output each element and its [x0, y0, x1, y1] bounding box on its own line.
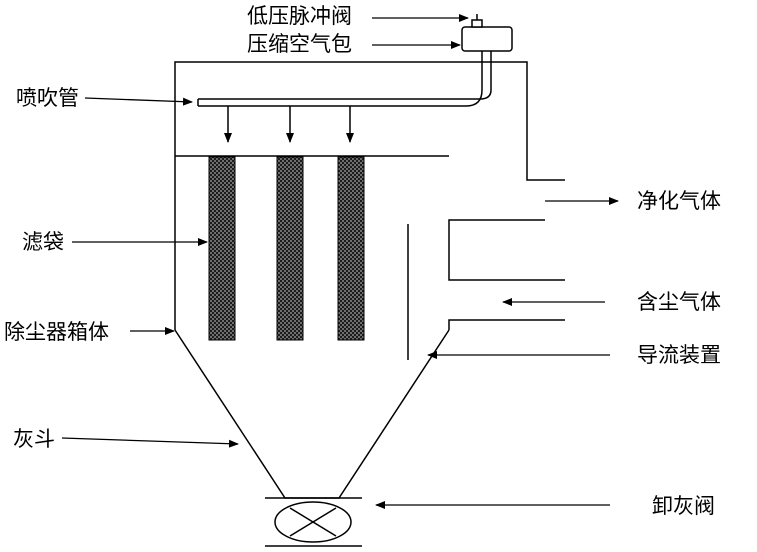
housing-outline [174, 61, 565, 330]
air-tank [461, 26, 513, 52]
label-air-tank: 压缩空气包 [247, 32, 352, 56]
label-clean-gas: 净化气体 [637, 189, 721, 213]
leader-hopper [61, 437, 239, 448]
filter-bag [208, 156, 236, 341]
label-guide-device: 导流装置 [637, 343, 721, 367]
label-pulse-valve: 低压脉冲阀 [247, 4, 352, 28]
clean-gas-outlet [448, 219, 565, 281]
blow-pipe [197, 51, 492, 107]
label-ash-hopper: 灰斗 [13, 427, 55, 451]
label-filter-bag: 滤袋 [22, 230, 64, 254]
label-dusty-gas: 含尘气体 [637, 290, 721, 314]
label-housing: 除尘器箱体 [4, 320, 109, 344]
dusty-gas-inlet [448, 319, 565, 330]
discharge-valve [265, 497, 362, 547]
label-discharge-valve: 卸灰阀 [652, 494, 715, 518]
label-blow-pipe: 喷吹管 [16, 86, 79, 110]
leader-blow-pipe [84, 97, 193, 106]
filter-bag [337, 156, 365, 341]
pulse-valve [471, 19, 483, 28]
filter-bag [276, 156, 304, 341]
